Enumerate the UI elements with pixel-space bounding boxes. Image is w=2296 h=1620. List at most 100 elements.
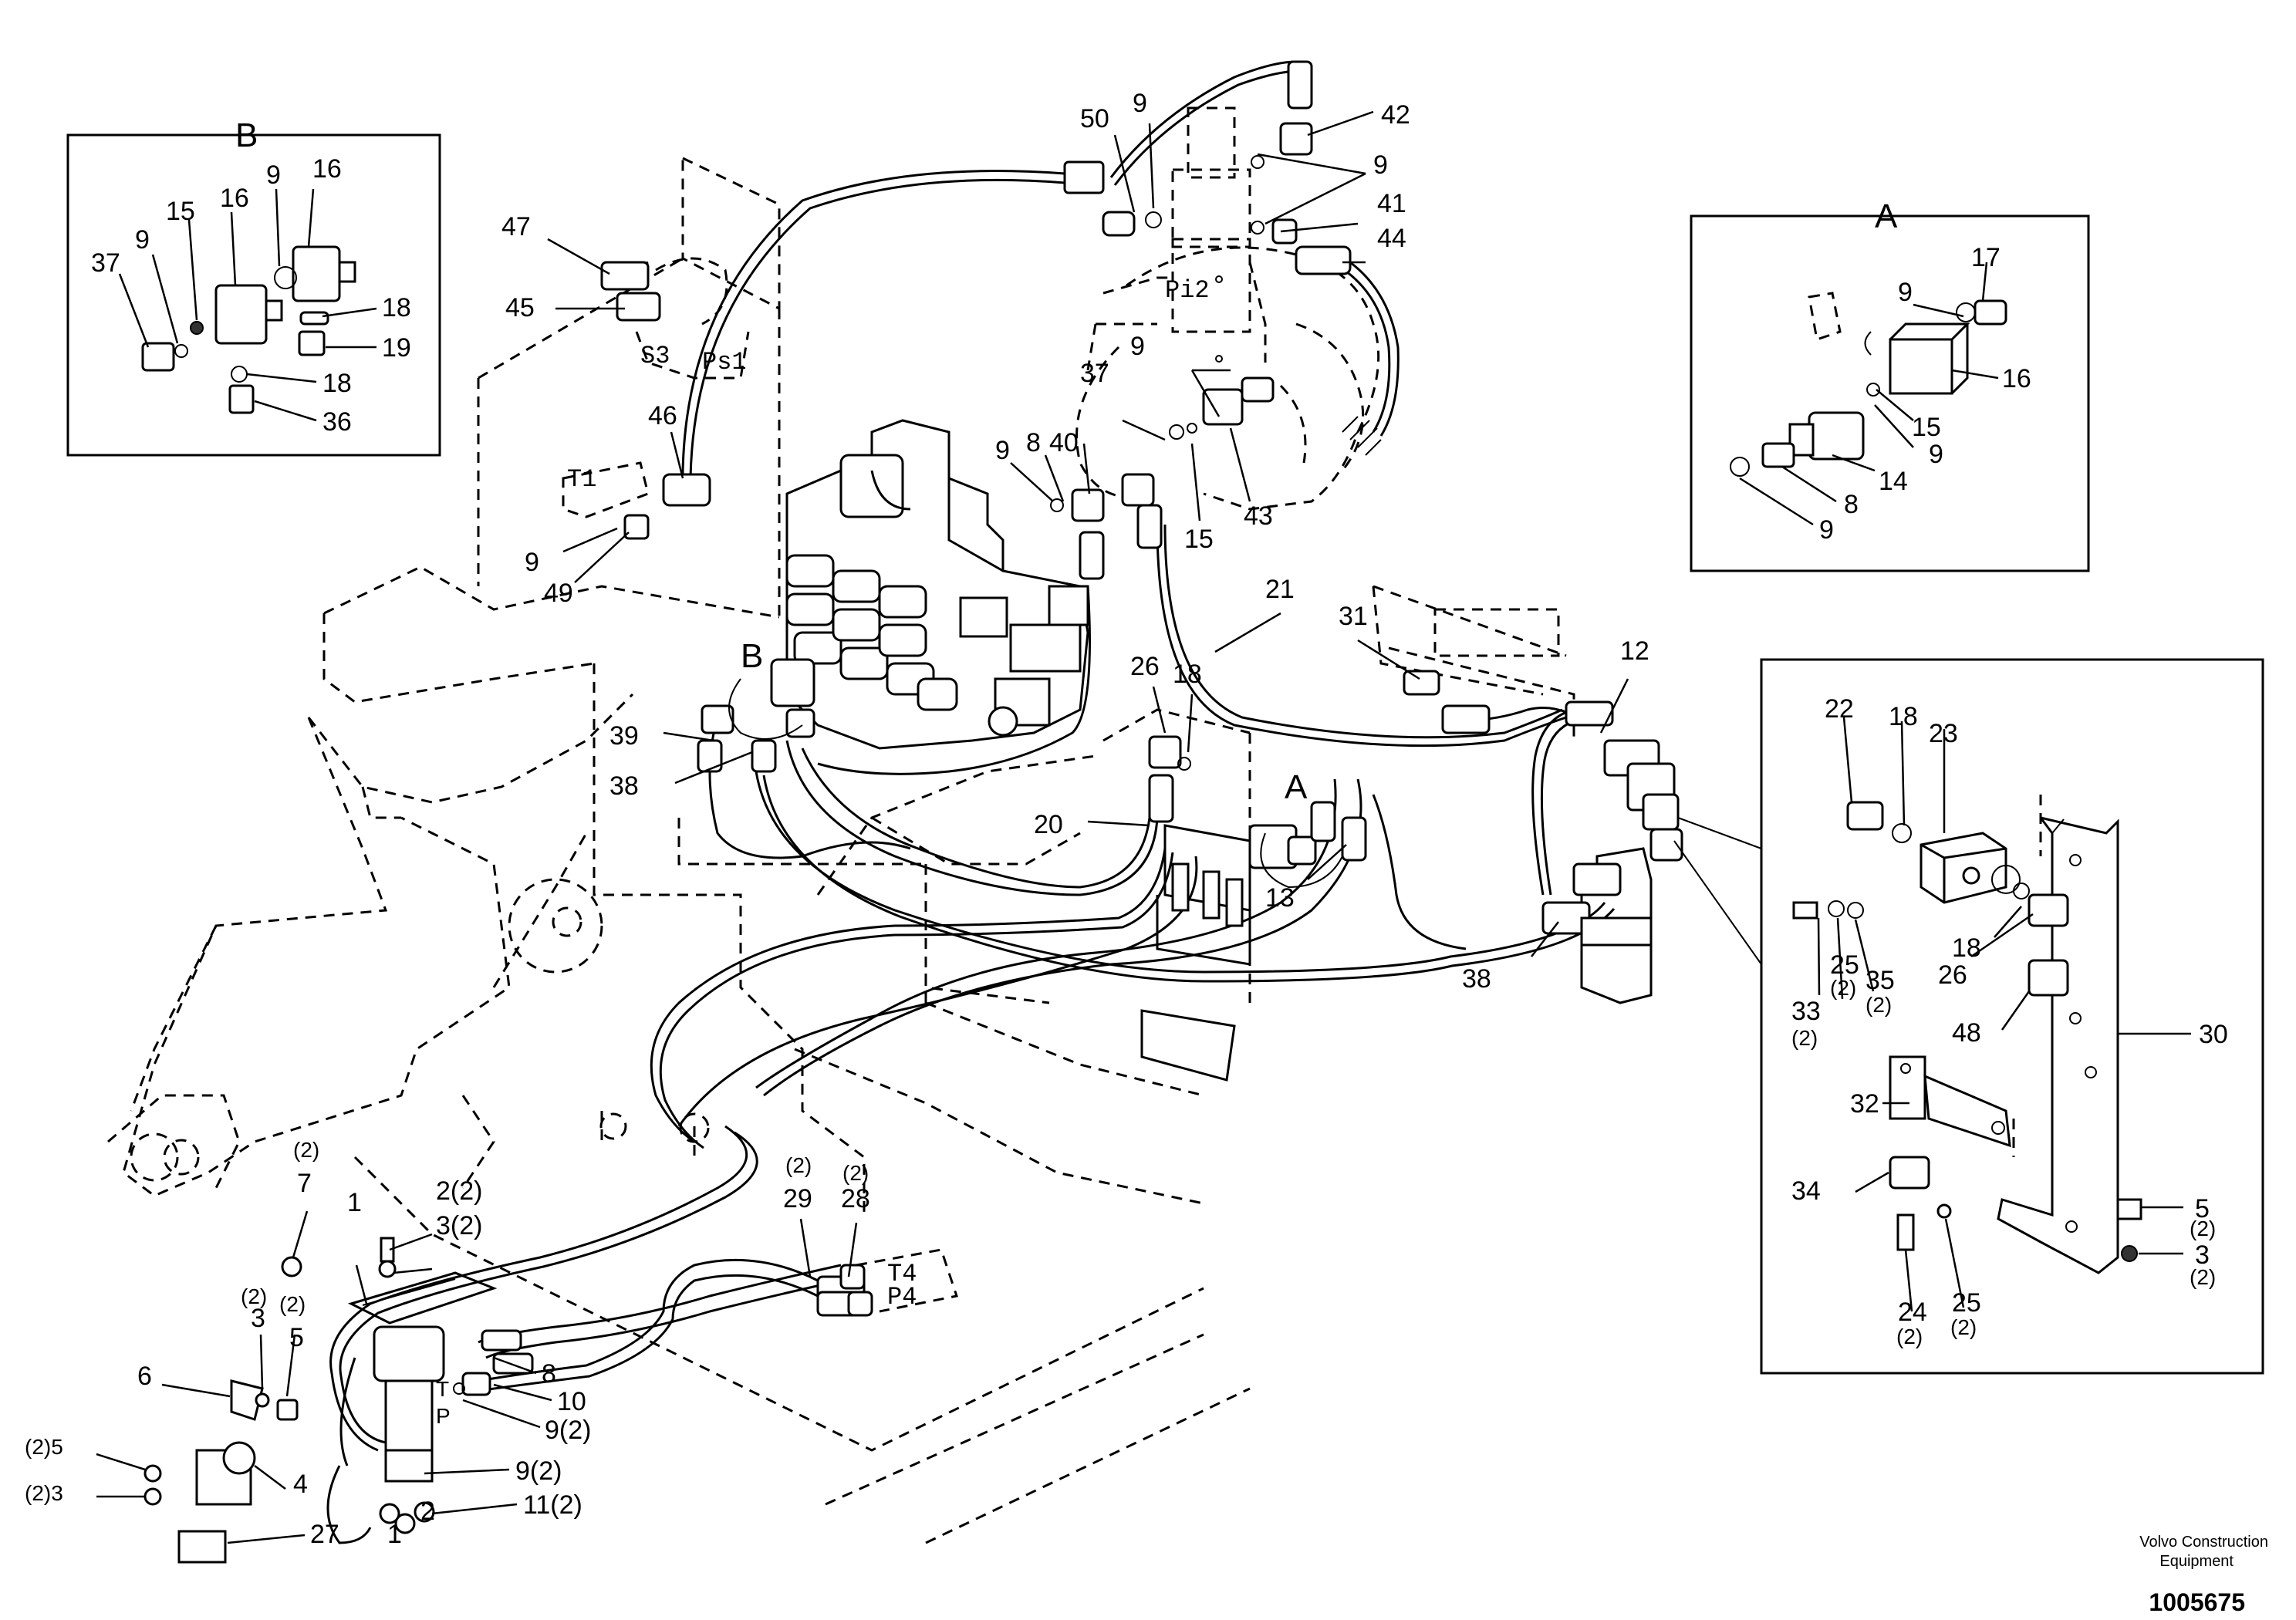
- callout-7-qty: (2): [293, 1138, 319, 1162]
- callout-3: 3: [251, 1304, 265, 1333]
- bracket-callout-48: 48: [1952, 1018, 1981, 1048]
- bracket-callout-18: 18: [1952, 933, 1981, 963]
- inset-b-callout-19: 19: [382, 333, 411, 363]
- callout-28-qty: (2): [842, 1161, 869, 1185]
- view-marker-a: A: [1285, 768, 1308, 806]
- callout-40: 40: [1049, 428, 1079, 457]
- port-label-t: T: [436, 1377, 449, 1401]
- callout-47: 47: [501, 212, 531, 241]
- inset-b-callout-36: 36: [322, 407, 352, 437]
- fittings-main: S3 Ps1 T1: [144, 60, 1683, 1564]
- bracket-callout-33-qty: (2): [1791, 1026, 1818, 1050]
- inset-a-title: A: [1875, 197, 1898, 235]
- callout-39: 39: [609, 721, 639, 751]
- callout-9: 9: [1133, 89, 1147, 118]
- footer-company: Volvo Construction: [2139, 1534, 2268, 1551]
- callout-18: 18: [1173, 660, 1202, 689]
- machine-frame-outline: [107, 156, 1575, 1544]
- leader-lines: [96, 110, 1629, 1544]
- bracket-callout-23: 23: [1929, 719, 1958, 748]
- callout-29-qty: (2): [785, 1153, 812, 1177]
- inset-b-callout-18: 18: [322, 369, 352, 398]
- bracket-callout-25-qty: (2): [1830, 976, 1856, 1000]
- port-label-p: P: [436, 1404, 451, 1428]
- callout-labels-main: 50 9 42 9 41 44 47 45 46 9 49 37 9 40 8 …: [25, 89, 1649, 1549]
- hose-lines: [326, 60, 1616, 1544]
- view-marker-b: B: [741, 637, 763, 675]
- callout-45: 45: [505, 293, 535, 322]
- port-label-pi2: Pi2: [1165, 276, 1210, 305]
- inset-b-callout-16: 16: [220, 184, 249, 213]
- valve-spools: [785, 554, 1018, 737]
- callout-5: 5: [289, 1323, 304, 1352]
- callout-38: 38: [1462, 964, 1491, 994]
- callout-5-qty-top: (2): [279, 1292, 306, 1316]
- inset-b-callout-16: 16: [312, 154, 342, 184]
- callout-9-qty-lower: 9(2): [515, 1456, 562, 1486]
- callout-46: 46: [648, 401, 677, 430]
- bracket-callout-3-qty: (2): [2190, 1265, 2216, 1289]
- bracket-callout-5: 5: [2195, 1194, 2210, 1223]
- callout-10: 10: [557, 1387, 586, 1416]
- inset-detail-a: A 17 9 16 15 9 14 8 9: [1690, 197, 2090, 572]
- inset-a-callout-16: 16: [2002, 364, 2031, 393]
- inset-b-callout-9: 9: [266, 160, 281, 190]
- callout-4: 4: [293, 1470, 308, 1499]
- port-label-ps1: Ps1: [702, 348, 747, 376]
- callout-50: 50: [1080, 104, 1109, 133]
- inset-a-callout-9: 9: [1819, 515, 1834, 545]
- bracket-callout-35-qty: (2): [1866, 993, 1892, 1017]
- footer-sub: Equipment: [2159, 1553, 2234, 1570]
- callout-37: 37: [1080, 359, 1109, 388]
- callout-26: 26: [1130, 652, 1160, 681]
- callout-7: 7: [297, 1169, 312, 1198]
- bracket-callout-25-qty: (2): [1950, 1315, 1977, 1339]
- view-markers: B A: [728, 637, 1343, 889]
- callout-2-qty: 2(2): [436, 1176, 482, 1206]
- callout-12: 12: [1620, 636, 1649, 666]
- callout-9: 9: [1130, 332, 1145, 361]
- bracket-callout-22: 22: [1825, 694, 1854, 724]
- port-label-t1: T1: [567, 465, 596, 494]
- inset-a-callout-17: 17: [1971, 243, 2001, 272]
- footer-title-block: Volvo Construction Equipment 1005675: [2139, 1534, 2268, 1616]
- callout-41: 41: [1377, 189, 1406, 218]
- callout-27: 27: [310, 1520, 339, 1549]
- callout-3-qty: 3(2): [436, 1211, 482, 1240]
- callout-9-qty: 9(2): [545, 1416, 591, 1445]
- inset-a-callout-15: 15: [1912, 413, 1941, 442]
- port-label-s3: S3: [640, 342, 670, 370]
- bracket-callout-35: 35: [1866, 966, 1895, 995]
- callout-5-qty: (2)5: [25, 1435, 63, 1459]
- bracket-callout-5-qty: (2): [2190, 1217, 2216, 1240]
- callout-3-qty-left: (2)3: [25, 1481, 63, 1505]
- callout-9: 9: [1373, 150, 1388, 180]
- inset-a-callout-14: 14: [1879, 467, 1908, 496]
- footer-drawing-number: 1005675: [2149, 1588, 2245, 1616]
- control-valve-block: [785, 419, 1089, 750]
- inset-detail-b: B 16 16 9 15 9 37 18 19 18 36: [66, 116, 441, 457]
- callout-9: 9: [525, 548, 539, 577]
- callout-31: 31: [1339, 602, 1368, 631]
- callout-28: 28: [841, 1184, 870, 1213]
- bracket-callout-24: 24: [1898, 1298, 1927, 1327]
- callout-20: 20: [1034, 810, 1063, 839]
- callout-11-qty: 11(2): [523, 1490, 582, 1520]
- bracket-callout-30: 30: [2199, 1020, 2228, 1049]
- callout-9: 9: [995, 436, 1010, 465]
- callout-1: 1: [347, 1188, 362, 1217]
- callout-3-qty-top: (2): [241, 1284, 267, 1308]
- bracket-callout-32: 32: [1850, 1089, 1879, 1119]
- callout-38: 38: [609, 771, 639, 801]
- callout-13: 13: [1265, 883, 1295, 913]
- callout-21: 21: [1265, 575, 1295, 604]
- bracket-callout-18: 18: [1889, 702, 1918, 731]
- inset-a-callout-8: 8: [1844, 490, 1859, 519]
- callout-6: 6: [137, 1362, 152, 1391]
- bracket-callout-33: 33: [1791, 997, 1821, 1026]
- inset-a-callout-9: 9: [1929, 440, 1943, 469]
- inset-a-callout-9: 9: [1898, 278, 1913, 307]
- callout-8: 8: [542, 1359, 556, 1389]
- callout-43: 43: [1244, 501, 1273, 531]
